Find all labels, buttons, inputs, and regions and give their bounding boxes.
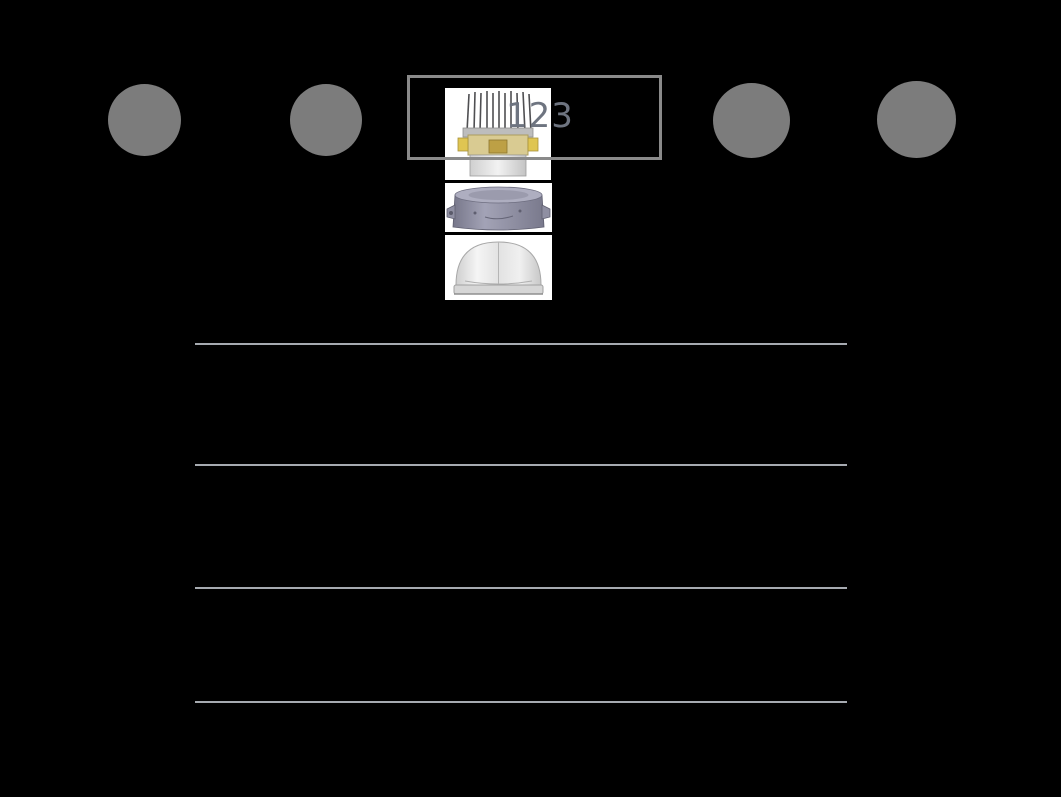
- active-step-label: 123: [506, 96, 574, 136]
- pin-base-component-image: [445, 88, 551, 180]
- dome-component-image: [445, 235, 552, 300]
- pin-base-icon: [457, 91, 539, 177]
- step-circle-1[interactable]: [108, 84, 181, 156]
- step-circle-5[interactable]: [877, 81, 956, 158]
- product-image-stack: [445, 88, 552, 303]
- row-divider-1: [195, 343, 847, 345]
- active-step-box[interactable]: [407, 75, 662, 160]
- row-divider-2: [195, 464, 847, 466]
- row-divider-4: [195, 701, 847, 703]
- housing-component-image: [445, 183, 552, 232]
- step-circle-4[interactable]: [713, 83, 790, 158]
- dome-icon: [453, 241, 544, 295]
- step-circle-2[interactable]: [290, 84, 362, 156]
- row-divider-3: [195, 587, 847, 589]
- housing-icon: [446, 186, 551, 231]
